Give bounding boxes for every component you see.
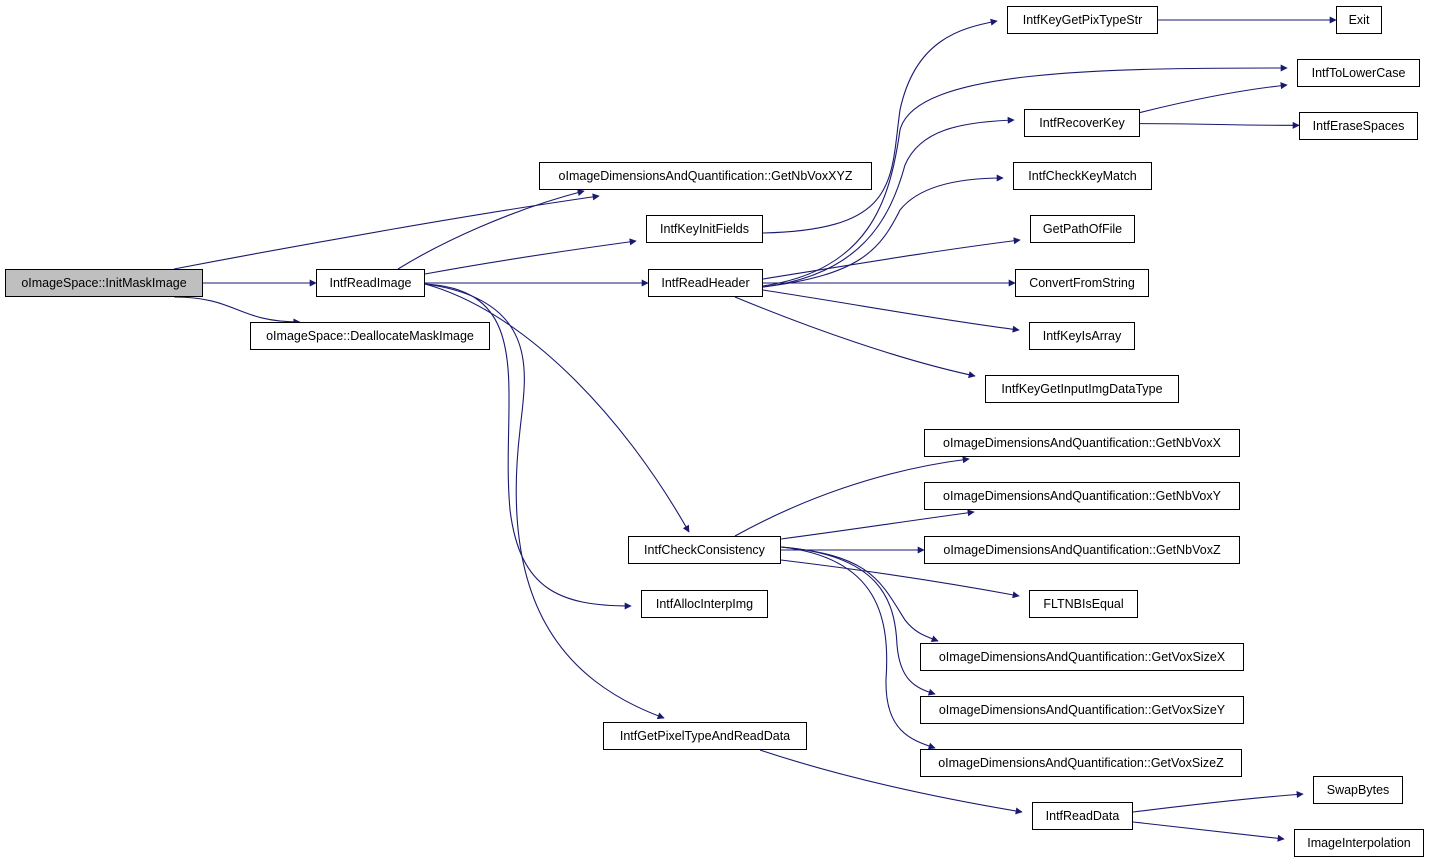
node-imageinterpolation[interactable]: ImageInterpolation [1294,829,1424,857]
edge-n0-n3 [174,296,301,326]
edge-n6-n19 [734,456,970,537]
node-oimagedimensionsandquantification-getnbvoxy[interactable]: oImageDimensionsAndQuantification::GetNb… [924,482,1240,510]
node-oimagespace-initmaskimage: oImageSpace::InitMaskImage [5,269,203,297]
node-oimagedimensionsandquantification-getnbvoxxyz[interactable]: oImageDimensionsAndQuantification::GetNb… [539,162,872,190]
node-intfkeyinitfields[interactable]: IntfKeyInitFields [646,215,763,243]
edge-n0-n1 [173,193,600,270]
node-intfallocinterpimg[interactable]: IntfAllocInterpImg [641,590,768,618]
node-intfkeyisarray[interactable]: IntfKeyIsArray [1029,322,1135,350]
node-oimagespace-deallocatemaskimage[interactable]: oImageSpace::DeallocateMaskImage [250,322,490,350]
edge-n5-n15 [762,237,1021,280]
node-intfkeygetpixtypestr[interactable]: IntfKeyGetPixTypeStr [1007,6,1158,34]
edge-n6-n25 [780,546,936,750]
edge-n5-n11 [762,64,1288,287]
edge-n6-n20 [780,509,975,540]
node-exit[interactable]: Exit [1336,6,1382,34]
node-intfcheckconsistency[interactable]: IntfCheckConsistency [628,536,781,564]
node-intfcheckkeymatch[interactable]: IntfCheckKeyMatch [1013,162,1152,190]
node-intftolowercase[interactable]: IntfToLowerCase [1297,59,1420,87]
node-oimagedimensionsandquantification-getnbvoxx[interactable]: oImageDimensionsAndQuantification::GetNb… [924,429,1240,457]
node-oimagedimensionsandquantification-getvoxsizey[interactable]: oImageDimensionsAndQuantification::GetVo… [920,696,1244,724]
node-getpathoffile[interactable]: GetPathOfFile [1030,215,1135,243]
edge-n2-n8 [424,283,665,720]
node-oimagedimensionsandquantification-getvoxsizez[interactable]: oImageDimensionsAndQuantification::GetVo… [920,749,1242,777]
edge-n5-n18 [734,296,976,379]
edge-n6-n23 [780,546,939,643]
node-intfgetpixeltypeandreaddata[interactable]: IntfGetPixelTypeAndReadData [603,722,807,750]
node-intferasespaces[interactable]: IntfEraseSpaces [1299,112,1418,140]
node-intfkeygetinputimgdatatype[interactable]: IntfKeyGetInputImgDataType [985,375,1179,403]
edge-n2-n7 [424,283,632,610]
edge-n26-n27 [1132,790,1304,813]
edge-n2-n1 [397,189,585,270]
node-intfreadimage[interactable]: IntfReadImage [316,269,425,297]
edge-n5-n17 [762,289,1020,333]
edge-n12-n13 [1139,121,1300,129]
edge-n5-n14 [762,174,1004,288]
node-intfreaddata[interactable]: IntfReadData [1032,802,1133,830]
node-intfrecoverkey[interactable]: IntfRecoverKey [1024,109,1140,137]
node-swapbytes[interactable]: SwapBytes [1313,776,1403,804]
node-convertfromstring[interactable]: ConvertFromString [1015,269,1149,297]
edge-n8-n26 [759,749,1023,815]
edge-n12-n11 [1137,82,1288,114]
node-intfreadheader[interactable]: IntfReadHeader [648,269,763,297]
edge-n2-n4 [424,238,637,275]
edge-n5-n12 [762,116,1015,288]
edge-n6-n22 [780,559,1020,599]
edge-n2-n6 [424,283,690,533]
node-fltnbisequal[interactable]: FLTNBIsEqual [1029,590,1138,618]
edge-n6-n24 [780,546,936,696]
node-oimagedimensionsandquantification-getvoxsizex[interactable]: oImageDimensionsAndQuantification::GetVo… [920,643,1244,671]
edge-n4-n9 [762,18,998,234]
edge-n26-n28 [1132,821,1285,842]
node-oimagedimensionsandquantification-getnbvoxz[interactable]: oImageDimensionsAndQuantification::GetNb… [924,536,1240,564]
